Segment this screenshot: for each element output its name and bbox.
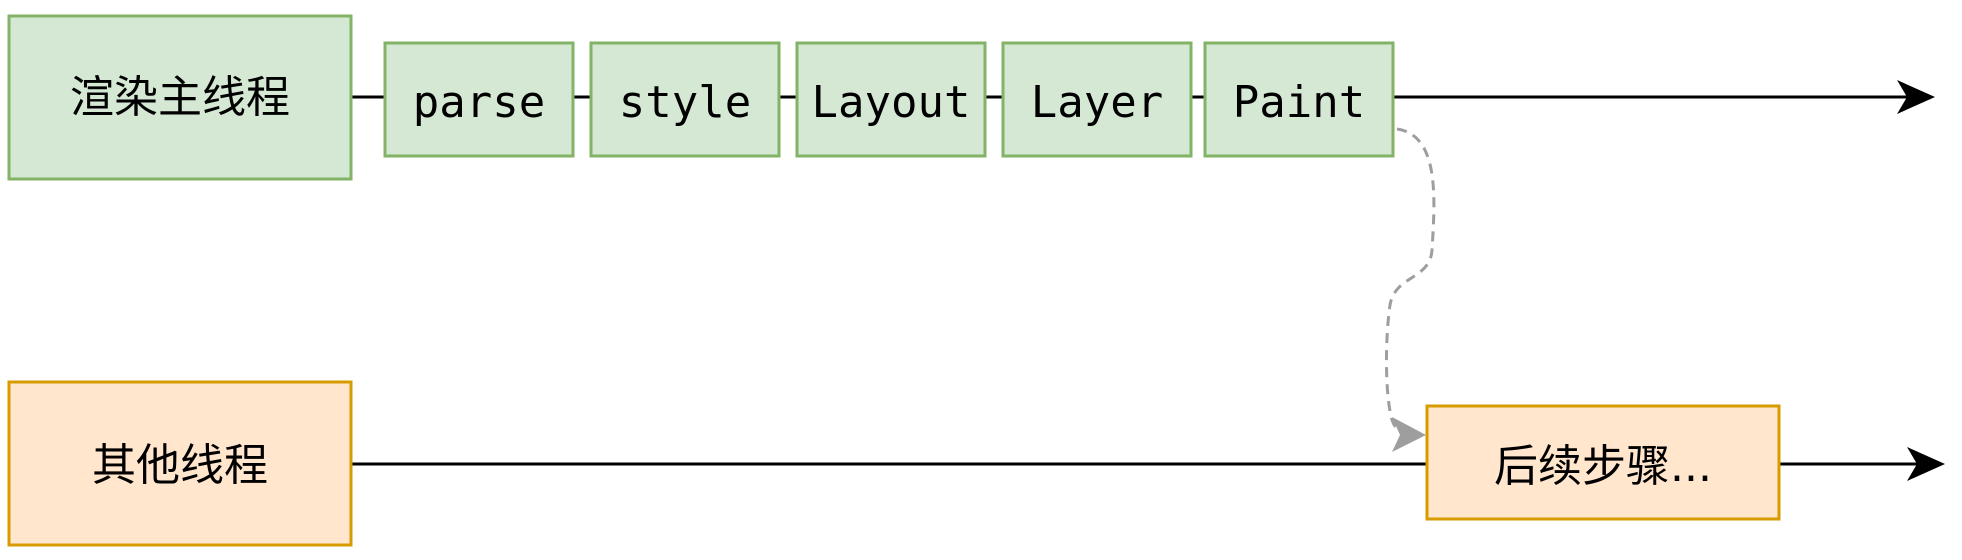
step-label-layout: Layout <box>812 77 971 128</box>
step-box-layer <box>1001 41 1193 158</box>
step-label-style: style <box>619 77 751 128</box>
render-thread-arrowhead <box>1897 80 1935 114</box>
step-box-style <box>589 41 781 158</box>
step-box-layout <box>795 41 987 158</box>
other-thread-label: 其他线程 <box>92 440 268 491</box>
connector-arrowhead <box>1392 417 1426 452</box>
step-box-parse <box>383 41 575 158</box>
followup-box <box>1425 404 1781 521</box>
step-label-paint: Paint <box>1233 77 1365 128</box>
step-box-paint <box>1203 41 1395 158</box>
pipeline-steps: parse style Layout Layer Paint <box>383 41 1395 158</box>
step-label-parse: parse <box>413 77 545 128</box>
followup-label: 后续步骤... <box>1494 441 1712 492</box>
other-thread-box <box>7 380 353 547</box>
step-label-layer: Layer <box>1031 77 1163 128</box>
render-thread-box <box>7 14 353 181</box>
paint-to-followup-connector <box>1384 127 1436 436</box>
render-thread-label: 渲染主线程 <box>70 72 290 123</box>
other-thread-arrowhead <box>1907 447 1945 481</box>
